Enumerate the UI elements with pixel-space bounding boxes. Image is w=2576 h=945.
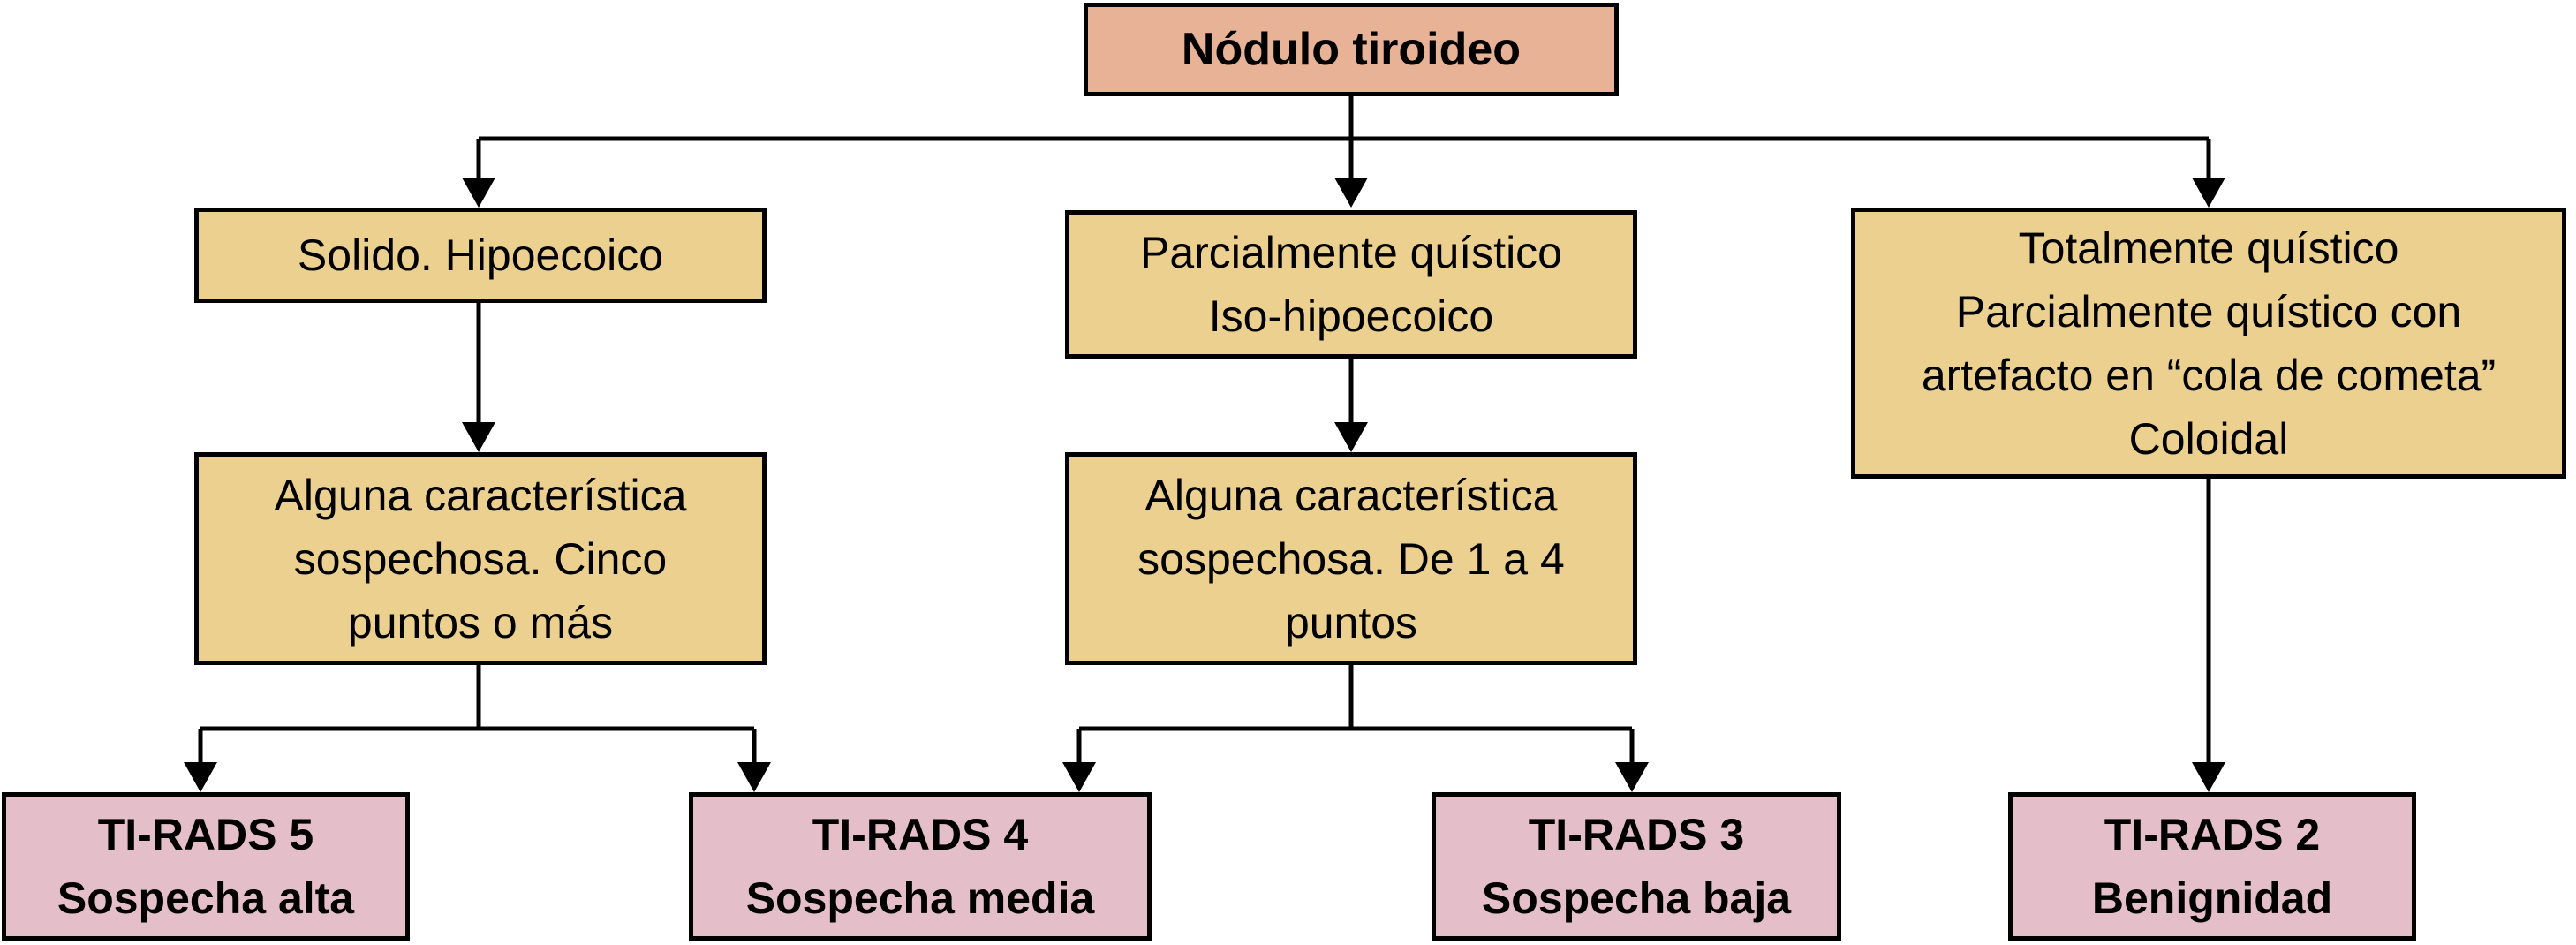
edge-criteria1-to-tirads5-tirads4 [184, 665, 771, 792]
arrowhead [1062, 762, 1096, 792]
edge-partially-cystic-to-criteria [1334, 359, 1368, 452]
edge-solid-to-criteria [462, 303, 495, 452]
node-partially-cystic: Parcialmente quístico Iso-hipoecoico [1065, 210, 1637, 359]
node-tirads-4: TI-RADS 4 Sospecha media [689, 792, 1152, 941]
edge-criteria2-to-tirads4-tirads3 [1062, 665, 1649, 792]
node-totally-cystic: Totalmente quístico Parcialmente quístic… [1851, 208, 2566, 479]
node-tirads-5: TI-RADS 5 Sospecha alta [2, 792, 410, 941]
arrowhead [2192, 178, 2225, 208]
arrowhead [2192, 762, 2225, 792]
node-criteria-one-to-four-points: Alguna característica sospechosa. De 1 a… [1065, 452, 1637, 665]
arrowhead [1615, 762, 1649, 792]
node-solid-hypoechoic: Solido. Hipoecoico [194, 208, 767, 303]
arrowhead [737, 762, 771, 792]
arrowhead [1334, 178, 1368, 208]
arrowhead [462, 178, 495, 208]
edge-root-to-branches [462, 96, 2225, 208]
node-criteria-five-points: Alguna característica sospechosa. Cinco … [194, 452, 767, 665]
node-tirads-3: TI-RADS 3 Sospecha baja [1432, 792, 1841, 941]
arrowhead [1334, 422, 1368, 452]
edge-totally-cystic-to-tirads2 [2192, 479, 2225, 792]
arrowhead [184, 762, 217, 792]
node-tirads-2: TI-RADS 2 Benignidad [2008, 792, 2416, 941]
arrowhead [462, 422, 495, 452]
node-thyroid-nodule: Nódulo tiroideo [1084, 3, 1619, 96]
